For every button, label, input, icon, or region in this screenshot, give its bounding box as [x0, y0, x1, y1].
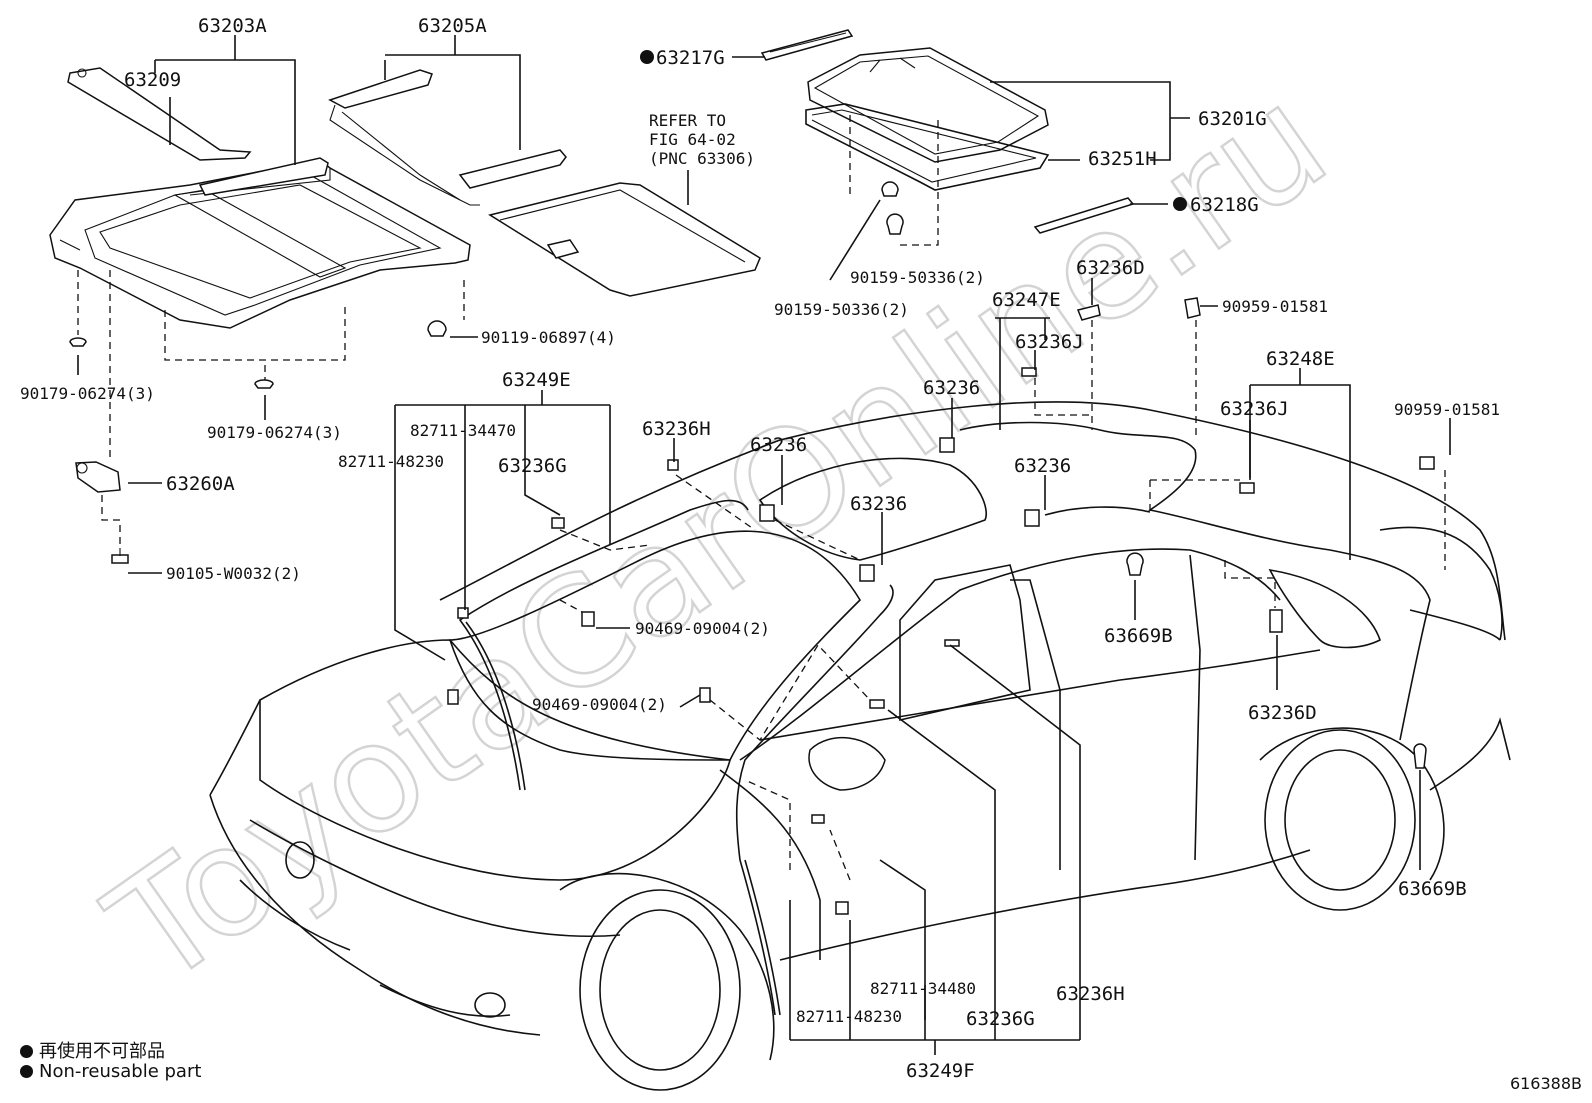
sunroof-housing: [49, 67, 567, 329]
legend-en: Non-reusable part: [20, 1061, 201, 1082]
label-63236J-b[interactable]: 63236J: [1220, 398, 1289, 420]
car-body: [209, 401, 1511, 1091]
label-63236H-top[interactable]: 63236H: [642, 418, 711, 440]
label-63249F[interactable]: 63249F: [906, 1060, 975, 1082]
bullet-icon: [20, 1065, 33, 1078]
refer-line-1: REFER TO: [649, 111, 726, 130]
label-63209[interactable]: 63209: [124, 69, 181, 91]
label-63203A[interactable]: 63203A: [198, 15, 267, 37]
bullet-icon: [20, 1045, 33, 1058]
label-90469-b[interactable]: 90469-09004(2): [532, 695, 667, 714]
fasteners: [69, 181, 904, 564]
legend-en-text: Non-reusable part: [39, 1061, 202, 1082]
label-63236-b[interactable]: 63236: [750, 434, 807, 456]
label-82711-48230-a[interactable]: 82711-48230: [338, 452, 444, 471]
part-labels: 63203A 63209 63205A 63217G 63201G 63251H…: [20, 15, 1500, 1082]
label-63236-a[interactable]: 63236: [923, 377, 980, 399]
label-90469-a[interactable]: 90469-09004(2): [635, 619, 770, 638]
label-63236J-a[interactable]: 63236J: [1015, 331, 1084, 353]
label-63236-c[interactable]: 63236: [1014, 455, 1071, 477]
label-90159-a[interactable]: 90159-50336(2): [850, 268, 985, 287]
figure-number: 616388B: [1509, 1074, 1582, 1093]
label-82711-34470[interactable]: 82711-34470: [410, 421, 516, 440]
non-reusable-marker: [640, 50, 654, 64]
label-90159-b[interactable]: 90159-50336(2): [774, 300, 909, 319]
sunroof-glass: [760, 29, 1135, 234]
label-63248E[interactable]: 63248E: [1266, 348, 1335, 370]
label-63236H-bottom[interactable]: 63236H: [1056, 983, 1125, 1005]
clips: [447, 297, 1435, 915]
label-63217G[interactable]: 63217G: [656, 47, 725, 69]
label-63249E[interactable]: 63249E: [502, 369, 571, 391]
label-90119[interactable]: 90119-06897(4): [481, 328, 616, 347]
label-63201G[interactable]: 63201G: [1198, 108, 1267, 130]
label-82711-34480[interactable]: 82711-34480: [870, 979, 976, 998]
label-63251H[interactable]: 63251H: [1088, 148, 1157, 170]
label-90959-b[interactable]: 90959-01581: [1394, 400, 1500, 419]
label-63260A[interactable]: 63260A: [166, 473, 235, 495]
label-63669B-b[interactable]: 63669B: [1398, 878, 1467, 900]
refer-line-3: (PNC 63306): [649, 149, 755, 168]
label-63236D-b[interactable]: 63236D: [1248, 702, 1317, 724]
label-63236G-bottom[interactable]: 63236G: [966, 1008, 1035, 1030]
leader-lines: [77, 35, 1451, 1055]
refer-line-2: FIG 64-02: [649, 130, 736, 149]
label-63247E[interactable]: 63247E: [992, 289, 1061, 311]
label-90959-a[interactable]: 90959-01581: [1222, 297, 1328, 316]
label-63205A[interactable]: 63205A: [418, 15, 487, 37]
label-63669B-a[interactable]: 63669B: [1104, 625, 1173, 647]
non-reusable-marker: [1173, 197, 1187, 211]
legend-jp-text: 再使用不可部品: [39, 1041, 165, 1062]
label-63218G[interactable]: 63218G: [1190, 194, 1259, 216]
legend-jp: 再使用不可部品: [20, 1037, 165, 1063]
label-90105[interactable]: 90105-W0032(2): [166, 564, 301, 583]
label-63236G-top[interactable]: 63236G: [498, 455, 567, 477]
label-90179-a[interactable]: 90179-06274(3): [20, 384, 155, 403]
drain-hoses: [458, 421, 1431, 1016]
label-63236D-top[interactable]: 63236D: [1076, 257, 1145, 279]
label-90179-b[interactable]: 90179-06274(3): [207, 423, 342, 442]
label-63236-d[interactable]: 63236: [850, 493, 907, 515]
label-82711-48230-b[interactable]: 82711-48230: [796, 1007, 902, 1026]
sunshade-panel: [488, 182, 761, 297]
